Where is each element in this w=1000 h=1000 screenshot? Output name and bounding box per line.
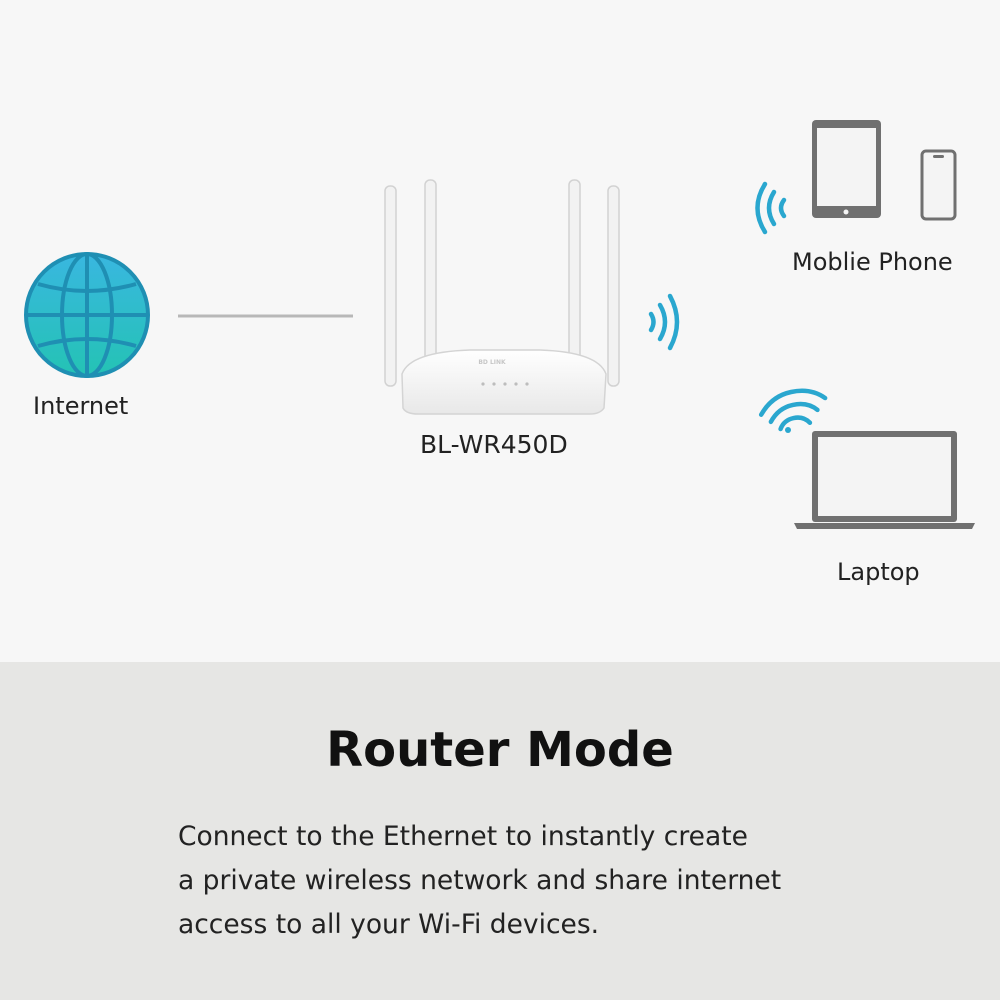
router-model-label: BL-WR450D: [420, 430, 568, 459]
globe-icon: [24, 252, 150, 378]
internet-label: Internet: [33, 392, 129, 420]
wifi-signal-icon: [648, 293, 680, 351]
laptop-label: Laptop: [837, 558, 920, 586]
router-brand-logo: BD LINK: [478, 359, 506, 366]
tablet-icon: [812, 120, 881, 218]
description-line: Connect to the Ethernet to instantly cre…: [178, 821, 748, 852]
mode-title: Router Mode: [326, 722, 674, 778]
network-diagram: BD LINK: [24, 120, 975, 529]
mode-description: Connect to the Ethernet to instantly cre…: [178, 815, 878, 947]
description-line: a private wireless network and share int…: [178, 865, 782, 896]
diagram-area: BD LINK: [24, 120, 975, 586]
caption-area: [0, 662, 1000, 1000]
router-icon: [384, 179, 620, 415]
description-line: access to all your Wi-Fi devices.: [178, 909, 600, 940]
mobile-phone-label: Moblie Phone: [792, 248, 953, 276]
laptop-icon: [794, 431, 975, 529]
wifi-signal-icon: [755, 181, 787, 235]
smartphone-icon: [920, 149, 957, 221]
wifi-signal-icon: [758, 388, 828, 433]
